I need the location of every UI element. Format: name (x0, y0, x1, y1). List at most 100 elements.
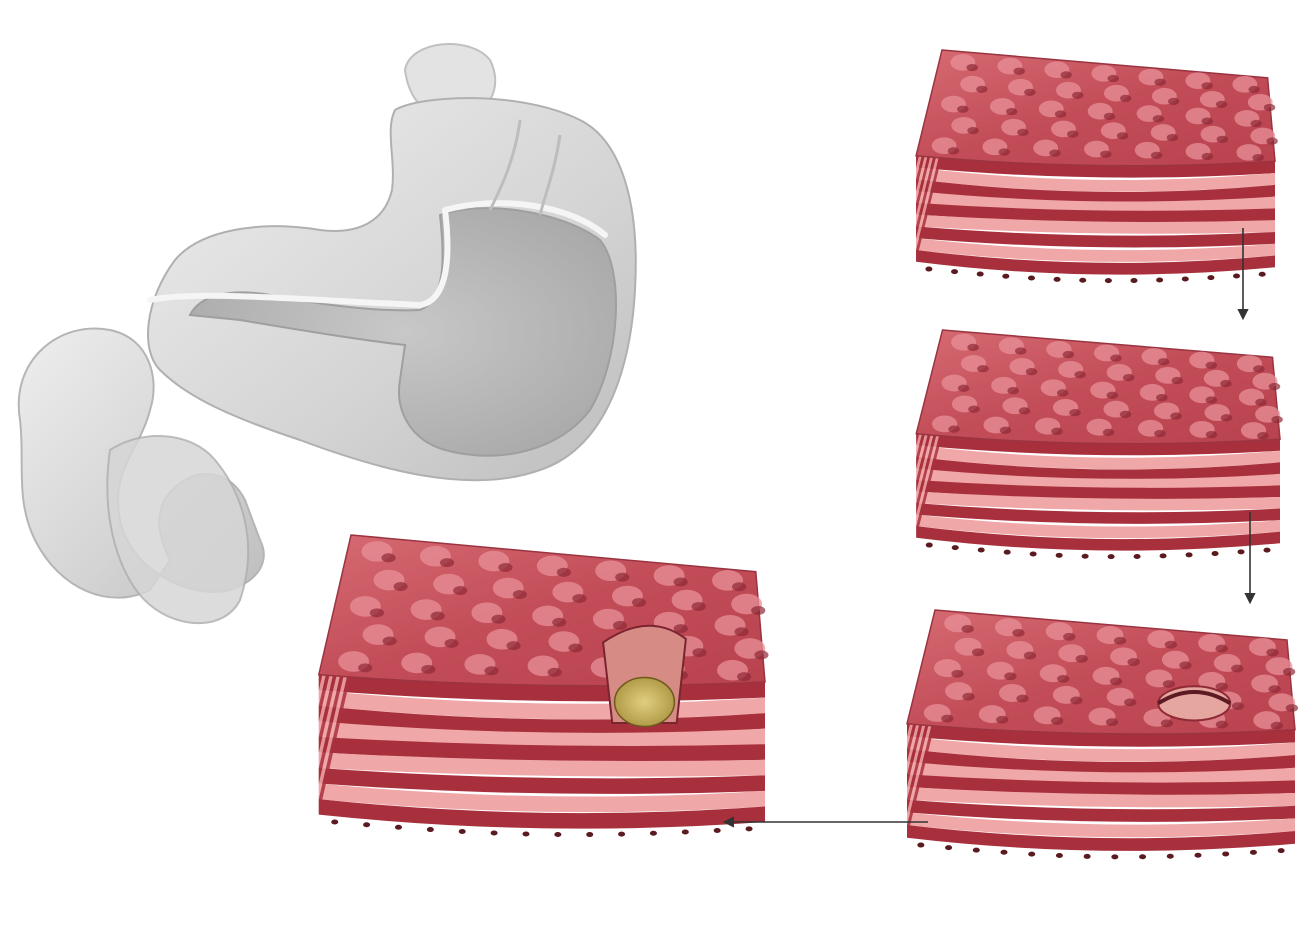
base-dot (395, 825, 402, 830)
tissue-block-stage-2 (916, 330, 1283, 559)
base-dot (1028, 275, 1035, 280)
gastric-pit (484, 666, 498, 675)
base-dot (1105, 278, 1112, 283)
base-dot (746, 826, 753, 831)
gastric-pit (967, 127, 978, 134)
gastric-pit (1264, 104, 1275, 111)
base-dot (1186, 552, 1193, 557)
gastric-pit (1268, 685, 1280, 693)
gastric-pit (996, 716, 1008, 724)
gastric-pit (732, 582, 746, 591)
base-dot (714, 828, 721, 833)
gastric-pit (1216, 101, 1227, 108)
gastric-pit (358, 663, 372, 672)
base-dot (586, 832, 593, 837)
gastric-pit (613, 621, 627, 630)
base-dot (1167, 854, 1174, 859)
gastric-pit (1232, 702, 1244, 710)
gastric-pit (1024, 652, 1036, 660)
gastric-pit (383, 637, 397, 646)
gastric-pit (421, 665, 435, 674)
base-dot (1250, 850, 1257, 855)
base-dot (1002, 274, 1009, 279)
gastric-pit (1252, 154, 1263, 161)
gastric-pit (1074, 371, 1086, 378)
gastric-pit (1007, 387, 1019, 394)
gastric-pit (1069, 409, 1081, 416)
gastric-pit (1151, 152, 1162, 159)
gastric-pit (1067, 130, 1078, 137)
gastric-pit (692, 602, 706, 611)
gastric-pit (976, 86, 987, 93)
base-dot (459, 829, 466, 834)
base-dot (1222, 851, 1229, 856)
gastric-pit (1250, 120, 1261, 127)
gastric-pit (1165, 641, 1177, 649)
base-dot (1182, 276, 1189, 281)
gastric-pit (453, 586, 467, 595)
gastric-pit (1120, 411, 1132, 418)
gastric-pit (1017, 129, 1028, 136)
gastric-pit (962, 693, 974, 701)
gastric-pit (948, 147, 959, 154)
base-dot (926, 543, 933, 548)
gastric-pit (1217, 136, 1228, 143)
base-dot (1131, 278, 1138, 283)
gastric-pit (1016, 695, 1028, 703)
gastric-pit (941, 715, 953, 723)
base-dot (1160, 553, 1167, 558)
base-dot (945, 845, 952, 850)
base-dot (973, 848, 980, 853)
gastric-pit (1120, 95, 1131, 102)
gastric-pit (1221, 414, 1233, 421)
gastric-pit (1202, 118, 1213, 125)
gastric-pit (1271, 416, 1283, 423)
gastric-pit (958, 385, 970, 392)
base-dot (925, 267, 932, 272)
gastric-pit (548, 668, 562, 677)
base-dot (952, 545, 959, 550)
gastric-pit (1172, 377, 1184, 384)
base-dot (1079, 278, 1086, 283)
base-dot (1054, 277, 1061, 282)
gastric-pit (692, 648, 706, 657)
gastric-pit (1269, 383, 1281, 390)
gastric-pit (1201, 82, 1212, 89)
gastric-pit (1206, 431, 1218, 438)
gastric-pit (1161, 719, 1173, 727)
gastric-pit (751, 606, 765, 615)
gastric-pit (1266, 649, 1278, 657)
gastric-pit (381, 553, 395, 562)
gastric-pit (615, 573, 629, 582)
gastric-pit (1206, 396, 1218, 403)
gastric-pit (1100, 151, 1111, 158)
gastric-pit (977, 365, 989, 372)
gastric-pit (1154, 79, 1165, 86)
gastric-pit (1271, 722, 1283, 730)
gastric-pit (1170, 412, 1182, 419)
gastric-pit (1014, 68, 1025, 75)
base-dot (363, 822, 370, 827)
gastric-pit (951, 670, 963, 678)
gastric-pit (1076, 655, 1088, 663)
gastric-pit (962, 625, 974, 633)
gastric-pit (1286, 704, 1298, 712)
gastric-pit (445, 639, 459, 648)
gastric-pit (1231, 665, 1243, 673)
gastric-pit (1266, 137, 1277, 144)
gastric-pit (1070, 697, 1082, 705)
base-dot (978, 548, 985, 553)
gastric-pit (1124, 698, 1136, 706)
base-dot (1082, 554, 1089, 559)
tissue-block-stage-1 (916, 50, 1278, 283)
base-dot (1134, 554, 1141, 559)
gastric-pit (1063, 351, 1075, 358)
gastric-pit (370, 608, 384, 617)
gastric-pit (737, 672, 751, 681)
gastric-pit (552, 618, 566, 627)
base-dot (1056, 853, 1063, 858)
base-dot (1111, 854, 1118, 859)
base-dot (1259, 272, 1266, 277)
base-dot (1084, 854, 1091, 859)
